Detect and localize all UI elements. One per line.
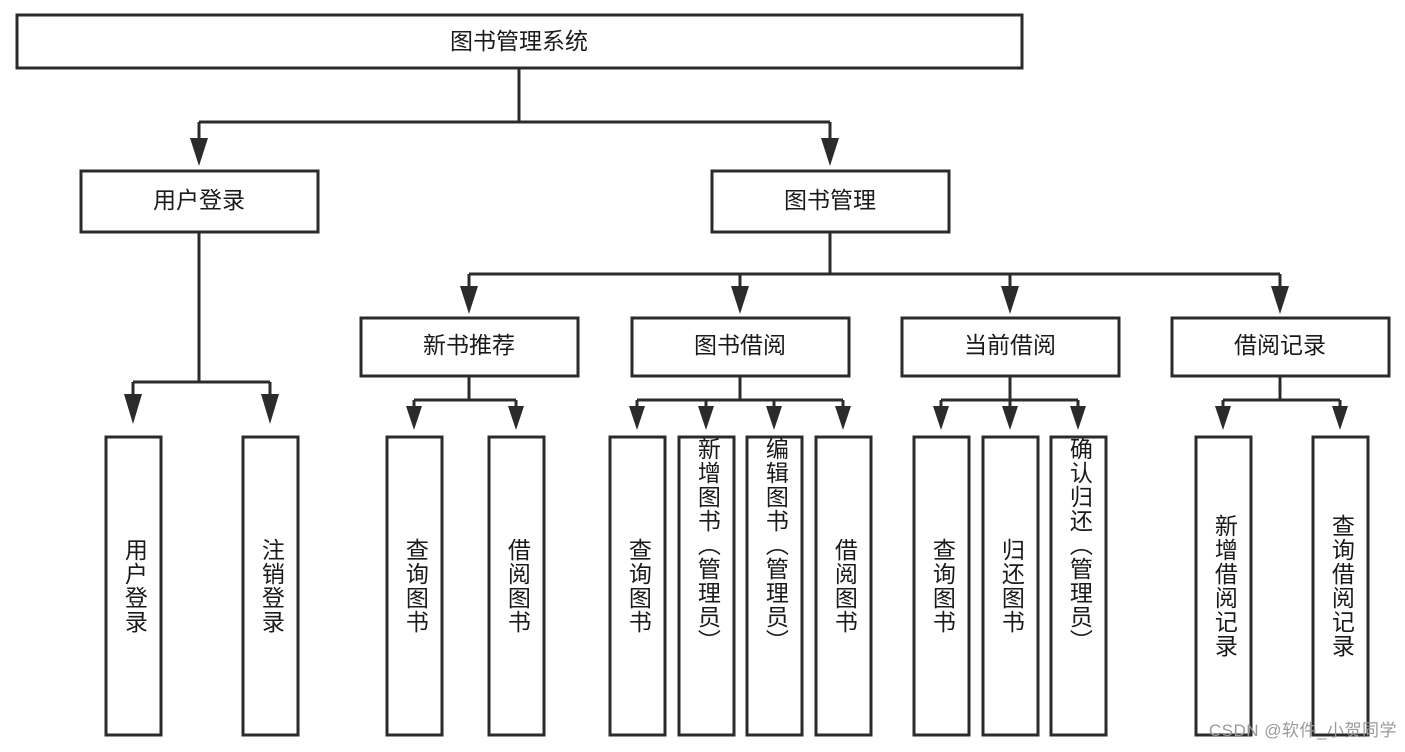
arrowhead-book-borrow xyxy=(731,286,749,314)
connector-group-book-borrow xyxy=(629,376,851,430)
node-current-borrow[interactable]: 当前借阅 xyxy=(900,316,1121,378)
arrowhead-leaf-new-book-1 xyxy=(406,406,422,430)
leaf-query-book-1-box[interactable] xyxy=(385,435,444,737)
leaf-query-book-3-box[interactable] xyxy=(912,435,971,737)
watermark: CSDN @软件_小贺同学 xyxy=(1208,721,1397,740)
connector-group-current-borrow xyxy=(933,376,1086,430)
arrowhead-borrow-record xyxy=(1271,286,1289,314)
node-user-login-label: 用户登录 xyxy=(153,187,245,213)
arrowhead-new-book xyxy=(460,286,478,314)
connector-group-book-mgmt xyxy=(460,232,1289,314)
leaf-group-user-login xyxy=(104,435,300,737)
arrowhead-leaf-book-borrow-4 xyxy=(835,406,851,430)
node-new-book-label: 新书推荐 xyxy=(423,332,515,358)
arrowhead-leaf-user-login-2 xyxy=(261,394,279,424)
leaf-group-new-book xyxy=(385,435,546,737)
arrowhead-leaf-new-book-2 xyxy=(508,406,524,430)
arrowhead-leaf-borrow-record-1 xyxy=(1215,406,1231,430)
leaf-logout-box[interactable] xyxy=(241,435,300,737)
node-root-box[interactable] xyxy=(15,13,1024,70)
arrowhead-leaf-current-borrow-1 xyxy=(933,406,949,430)
leaf-add-book-box[interactable] xyxy=(677,435,736,737)
leaf-user-login-box[interactable] xyxy=(104,435,163,737)
arrowhead-leaf-user-login-1 xyxy=(124,394,142,424)
leaf-edit-book-box[interactable] xyxy=(745,435,804,737)
arrowhead-current-borrow xyxy=(1001,286,1019,314)
node-root[interactable]: 图书管理系统 xyxy=(15,13,1024,70)
arrowhead-book-mgmt xyxy=(821,138,839,166)
node-book-mgmt-box[interactable] xyxy=(710,169,951,234)
leaf-query-record-box[interactable] xyxy=(1311,435,1370,737)
node-borrow-record[interactable]: 借阅记录 xyxy=(1170,316,1391,378)
node-borrow-record-label: 借阅记录 xyxy=(1234,332,1326,358)
leaf-group-book-borrow xyxy=(608,435,873,737)
node-book-mgmt-label: 图书管理 xyxy=(784,187,876,213)
leaf-confirm-return-box[interactable] xyxy=(1049,435,1108,737)
arrowhead-leaf-book-borrow-3 xyxy=(766,406,782,430)
arrowhead-leaf-borrow-record-2 xyxy=(1332,406,1348,430)
connector-group-new-book xyxy=(406,376,524,430)
node-user-login[interactable]: 用户登录 xyxy=(79,169,320,234)
node-current-borrow-label: 当前借阅 xyxy=(964,332,1056,358)
leaf-return-book-box[interactable] xyxy=(981,435,1040,737)
node-user-login-box[interactable] xyxy=(79,169,320,234)
node-new-book[interactable]: 新书推荐 xyxy=(359,316,580,378)
leaf-borrow-book-1-box[interactable] xyxy=(487,435,546,737)
connector-group-borrow-record xyxy=(1215,376,1348,430)
arrowhead-leaf-current-borrow-2 xyxy=(1002,406,1018,430)
node-book-borrow[interactable]: 图书借阅 xyxy=(630,316,851,378)
connector-group-root xyxy=(190,68,839,166)
leaf-group-current-borrow xyxy=(912,435,1108,737)
leaf-query-book-2-box[interactable] xyxy=(608,435,667,737)
node-root-label: 图书管理系统 xyxy=(450,28,588,54)
leaf-add-record-box[interactable] xyxy=(1194,435,1253,737)
node-new-book-box[interactable] xyxy=(359,316,580,378)
arrowhead-user-login xyxy=(190,138,208,166)
leaf-borrow-book-2-box[interactable] xyxy=(814,435,873,737)
leaf-group-borrow-record xyxy=(1194,435,1370,737)
node-book-borrow-box[interactable] xyxy=(630,316,851,378)
arrowhead-leaf-current-borrow-3 xyxy=(1070,406,1086,430)
node-book-borrow-label: 图书借阅 xyxy=(694,332,786,358)
arrowhead-leaf-book-borrow-1 xyxy=(629,406,645,430)
connector-group-user-login xyxy=(124,232,279,424)
arrowhead-leaf-book-borrow-2 xyxy=(698,406,714,430)
node-current-borrow-box[interactable] xyxy=(900,316,1121,378)
node-borrow-record-box[interactable] xyxy=(1170,316,1391,378)
node-book-mgmt[interactable]: 图书管理 xyxy=(710,169,951,234)
